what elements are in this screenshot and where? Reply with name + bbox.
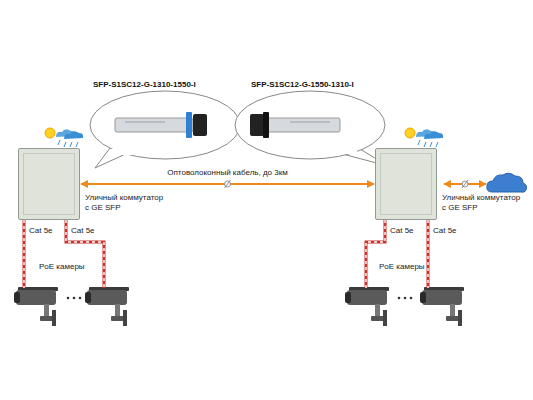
cable [23, 220, 26, 288]
speech-bubble [90, 91, 240, 159]
street-cabinet: Уличный коммутатор с GE SFP [375, 148, 437, 220]
link-label: Оптоволоконный кабель, до 3км [165, 168, 289, 178]
cable-label: Cat 5e [28, 226, 54, 236]
tail-cover [337, 148, 357, 154]
poe-camera [85, 287, 129, 326]
weather-icon [405, 128, 443, 147]
poe-camera [345, 287, 389, 326]
ellipsis-dots [67, 297, 413, 300]
cat5e-cables [24, 220, 428, 288]
cable [66, 220, 104, 288]
tail-cover [111, 149, 132, 155]
cable [366, 220, 385, 288]
break-symbol [225, 180, 231, 188]
internet-cloud [487, 173, 527, 192]
cable-label: Cat 5e [432, 226, 458, 236]
cable-label: Cat 5e [70, 226, 96, 236]
part-number: SFP-S1SC12-G-1550-1310-I [250, 80, 355, 90]
cable-stripe [427, 220, 428, 288]
break-symbol [225, 181, 231, 187]
street-cabinet: Уличный коммутатор с GE SFP [18, 148, 80, 220]
sfp-module [250, 112, 340, 138]
cable-stripe [23, 220, 24, 288]
cabinet-label: Уличный коммутатор с GE SFP [85, 193, 165, 213]
cable [427, 220, 430, 288]
cable-label: Cat 5e [389, 226, 415, 236]
poe-camera [420, 287, 464, 326]
cable-stripe [66, 220, 104, 288]
weather-icon [45, 128, 83, 147]
part-number: SFP-S1SC12-G-1310-1550-I [92, 80, 197, 90]
camera-label: PoE камеры [38, 262, 86, 272]
break-symbol [462, 180, 468, 188]
camera-label: PoE камеры [378, 262, 426, 272]
sfp-module [115, 112, 207, 138]
cabinet-label: Уличный коммутатор с GE SFP [442, 193, 522, 213]
poe-camera [14, 287, 58, 326]
cabinet-door [380, 153, 432, 215]
cabinet-door [23, 153, 75, 215]
cable-stripe [366, 220, 385, 288]
speech-bubble [235, 91, 385, 159]
break-symbol [462, 181, 468, 187]
